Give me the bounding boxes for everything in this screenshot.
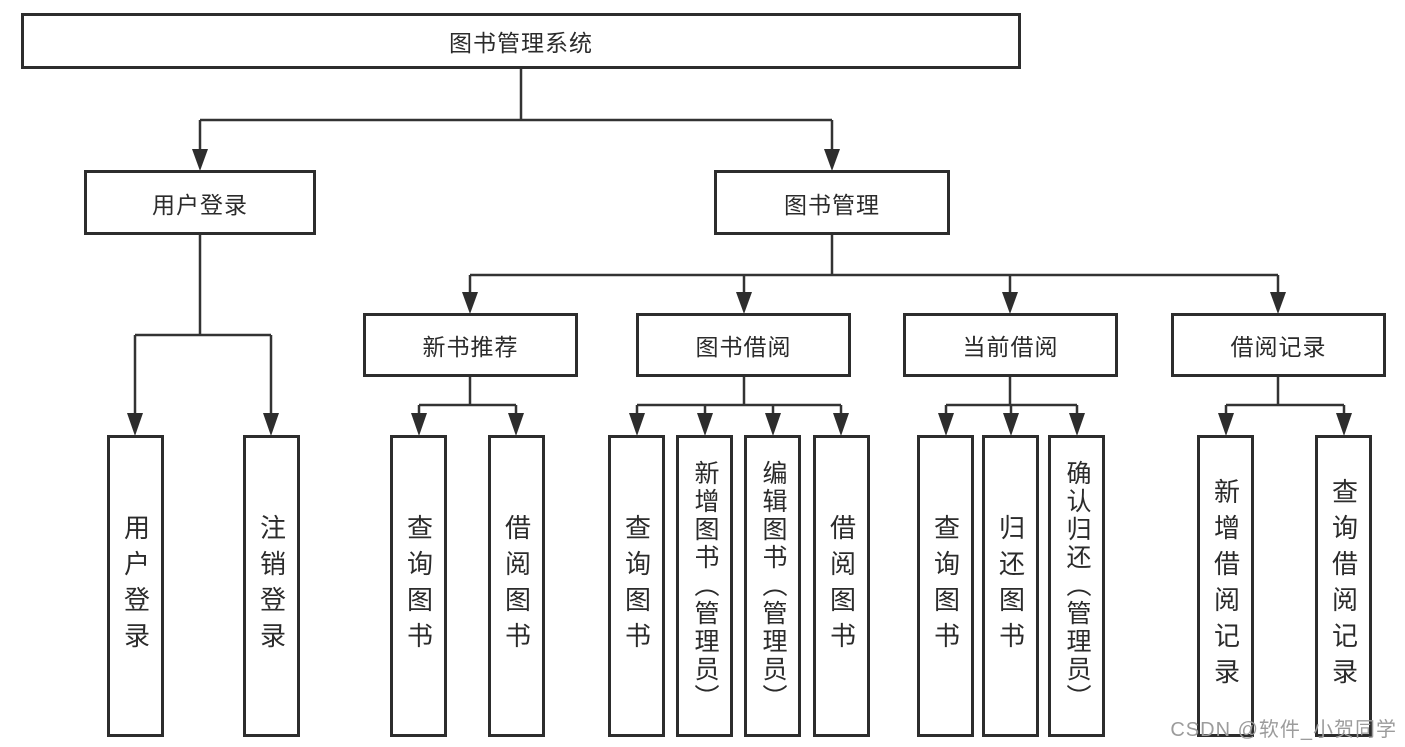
- node-new-book-recommend: 新书推荐: [363, 313, 578, 377]
- node-query-books-current: 查询图书: [917, 435, 974, 737]
- node-user-login: 用户登录: [107, 435, 164, 737]
- node-label: 当前借阅: [962, 334, 1059, 360]
- connector-root: [198, 69, 834, 153]
- node-label: 用户登录: [120, 514, 151, 658]
- node-book-borrowing: 图书借阅: [636, 313, 851, 377]
- node-label: 查询图书: [930, 514, 961, 658]
- arrowheads: [127, 149, 1352, 436]
- connector-book-management: [468, 235, 1280, 296]
- node-query-books-recommend: 查询图书: [390, 435, 447, 737]
- node-user-login-branch: 用户登录: [84, 170, 316, 235]
- node-label: 用户登录: [152, 191, 248, 218]
- node-book-management: 图书管理: [714, 170, 950, 235]
- node-label: 图书管理系统: [449, 30, 593, 56]
- node-label: 新书推荐: [422, 334, 519, 360]
- connector-book-borrowing: [635, 377, 843, 417]
- node-confirm-return-admin: 确认归还（管理员）: [1048, 435, 1105, 737]
- node-add-borrow-record: 新增借阅记录: [1197, 435, 1254, 737]
- node-label: 新增借阅记录: [1210, 478, 1241, 694]
- node-add-book-admin: 新增图书（管理员）: [676, 435, 733, 737]
- node-edit-book-admin: 编辑图书（管理员）: [744, 435, 801, 737]
- node-label: 注销登录: [256, 514, 287, 658]
- node-label: 查询图书: [621, 514, 652, 658]
- watermark: CSDN @软件_小贺同学: [1170, 719, 1397, 741]
- node-query-books-borrowing: 查询图书: [608, 435, 665, 737]
- connector-new-book-recommend: [417, 377, 518, 417]
- connector-current-borrowing: [944, 377, 1079, 417]
- node-logout: 注销登录: [243, 435, 300, 737]
- connector-user-login: [133, 235, 273, 417]
- node-borrowing-records: 借阅记录: [1171, 313, 1386, 377]
- connector-borrowing-records: [1224, 377, 1346, 417]
- node-label: 借阅记录: [1230, 334, 1327, 360]
- node-label: 图书管理: [784, 191, 880, 218]
- node-label: 新增图书（管理员）: [691, 460, 719, 712]
- node-library-management-system: 图书管理系统: [21, 13, 1021, 69]
- node-label: 编辑图书（管理员）: [759, 460, 787, 712]
- node-label: 查询借阅记录: [1328, 478, 1359, 694]
- node-current-borrowing: 当前借阅: [903, 313, 1118, 377]
- node-borrow-books-recommend: 借阅图书: [488, 435, 545, 737]
- node-label: 查询图书: [403, 514, 434, 658]
- node-label: 归还图书: [995, 514, 1026, 658]
- node-borrow-books: 借阅图书: [813, 435, 870, 737]
- node-label: 借阅图书: [826, 514, 857, 658]
- node-label: 图书借阅: [695, 334, 792, 360]
- node-return-books: 归还图书: [982, 435, 1039, 737]
- node-query-borrow-record: 查询借阅记录: [1315, 435, 1372, 737]
- node-label: 借阅图书: [501, 514, 532, 658]
- node-label: 确认归还（管理员）: [1063, 460, 1091, 712]
